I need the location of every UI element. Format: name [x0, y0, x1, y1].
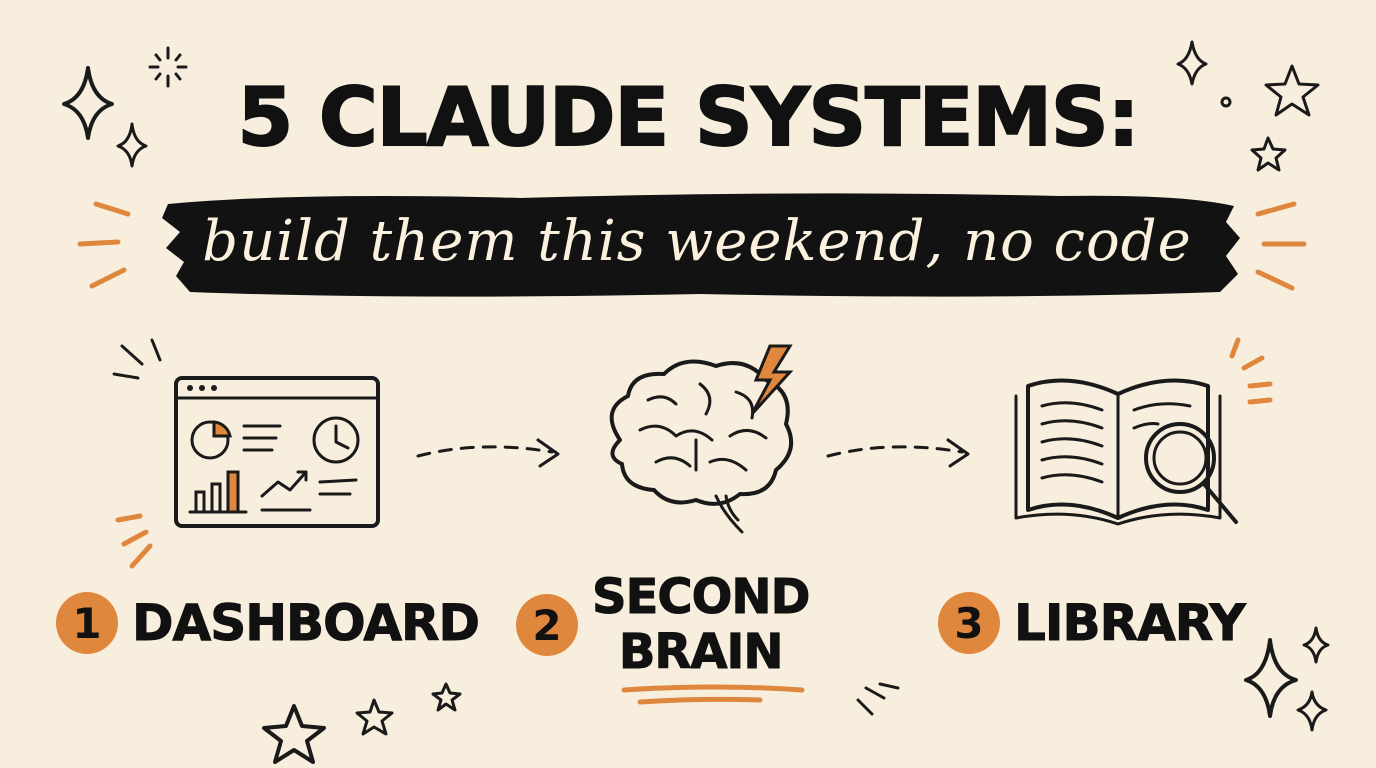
sparkle-icon [1176, 40, 1208, 86]
accent-dashes-left [77, 201, 131, 289]
arrow-icon [416, 438, 560, 468]
sparkle-icon [62, 66, 114, 140]
sparkle-icon [116, 122, 148, 168]
dashboard-window-icon [174, 376, 380, 528]
number-badge: 3 [938, 592, 1000, 654]
underline-accent [621, 684, 805, 705]
item-label-line2: BRAIN [618, 624, 784, 681]
star-icon [355, 698, 394, 736]
star-icon [1264, 64, 1320, 117]
accent-dashes-right [1255, 201, 1307, 291]
brain-lightning-icon [609, 344, 794, 534]
star-icon [431, 682, 462, 712]
page-title: 5 CLAUDE SYSTEMS: [236, 71, 1140, 164]
accent-dashes [1229, 337, 1273, 405]
accent-dashes [115, 513, 153, 569]
sparkle-icon [1244, 638, 1298, 718]
number-badge: 2 [516, 594, 578, 657]
arrow-icon [826, 438, 970, 468]
accent-lines-icon [856, 682, 900, 716]
sparkle-icon [1296, 690, 1328, 732]
number-badge: 1 [56, 592, 118, 654]
sparkle-icon [1302, 626, 1330, 664]
star-icon [262, 704, 326, 764]
item-library: 3 LIBRARY [938, 592, 1247, 654]
subtitle-banner-text: build them this weekend, no code [202, 209, 1192, 274]
item-second-brain: 2 SECOND BRAIN [516, 569, 811, 681]
item-label-line1: SECOND [591, 569, 810, 625]
item-label: LIBRARY [1014, 594, 1247, 652]
item-dashboard: 1 DASHBOARD [56, 592, 481, 654]
item-label: DASHBOARD [131, 594, 480, 652]
accent-lines-icon [112, 338, 162, 380]
burst-icon [148, 46, 188, 88]
book-magnifier-icon [1014, 378, 1238, 526]
star-icon [1250, 136, 1287, 172]
dot-icon [1220, 96, 1232, 108]
item-label: SECOND BRAIN [591, 569, 810, 681]
brush-banner [162, 193, 1240, 297]
